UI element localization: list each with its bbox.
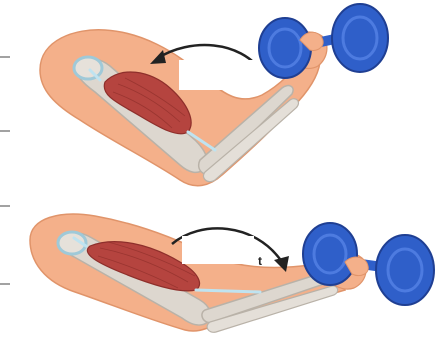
dumbbell-bottom-weight-right bbox=[376, 235, 434, 305]
extended-arm-panel: t bbox=[0, 206, 434, 332]
arrow-label-bottom: t bbox=[258, 254, 262, 268]
label-box-bottom bbox=[182, 236, 254, 264]
dumbbell-top-weight-left bbox=[259, 18, 311, 78]
flexed-arm-panel bbox=[0, 4, 388, 186]
dumbbell-top-weight-right bbox=[332, 4, 388, 72]
label-box-top bbox=[179, 60, 267, 90]
dumbbell-bottom-weight-left bbox=[303, 223, 357, 285]
